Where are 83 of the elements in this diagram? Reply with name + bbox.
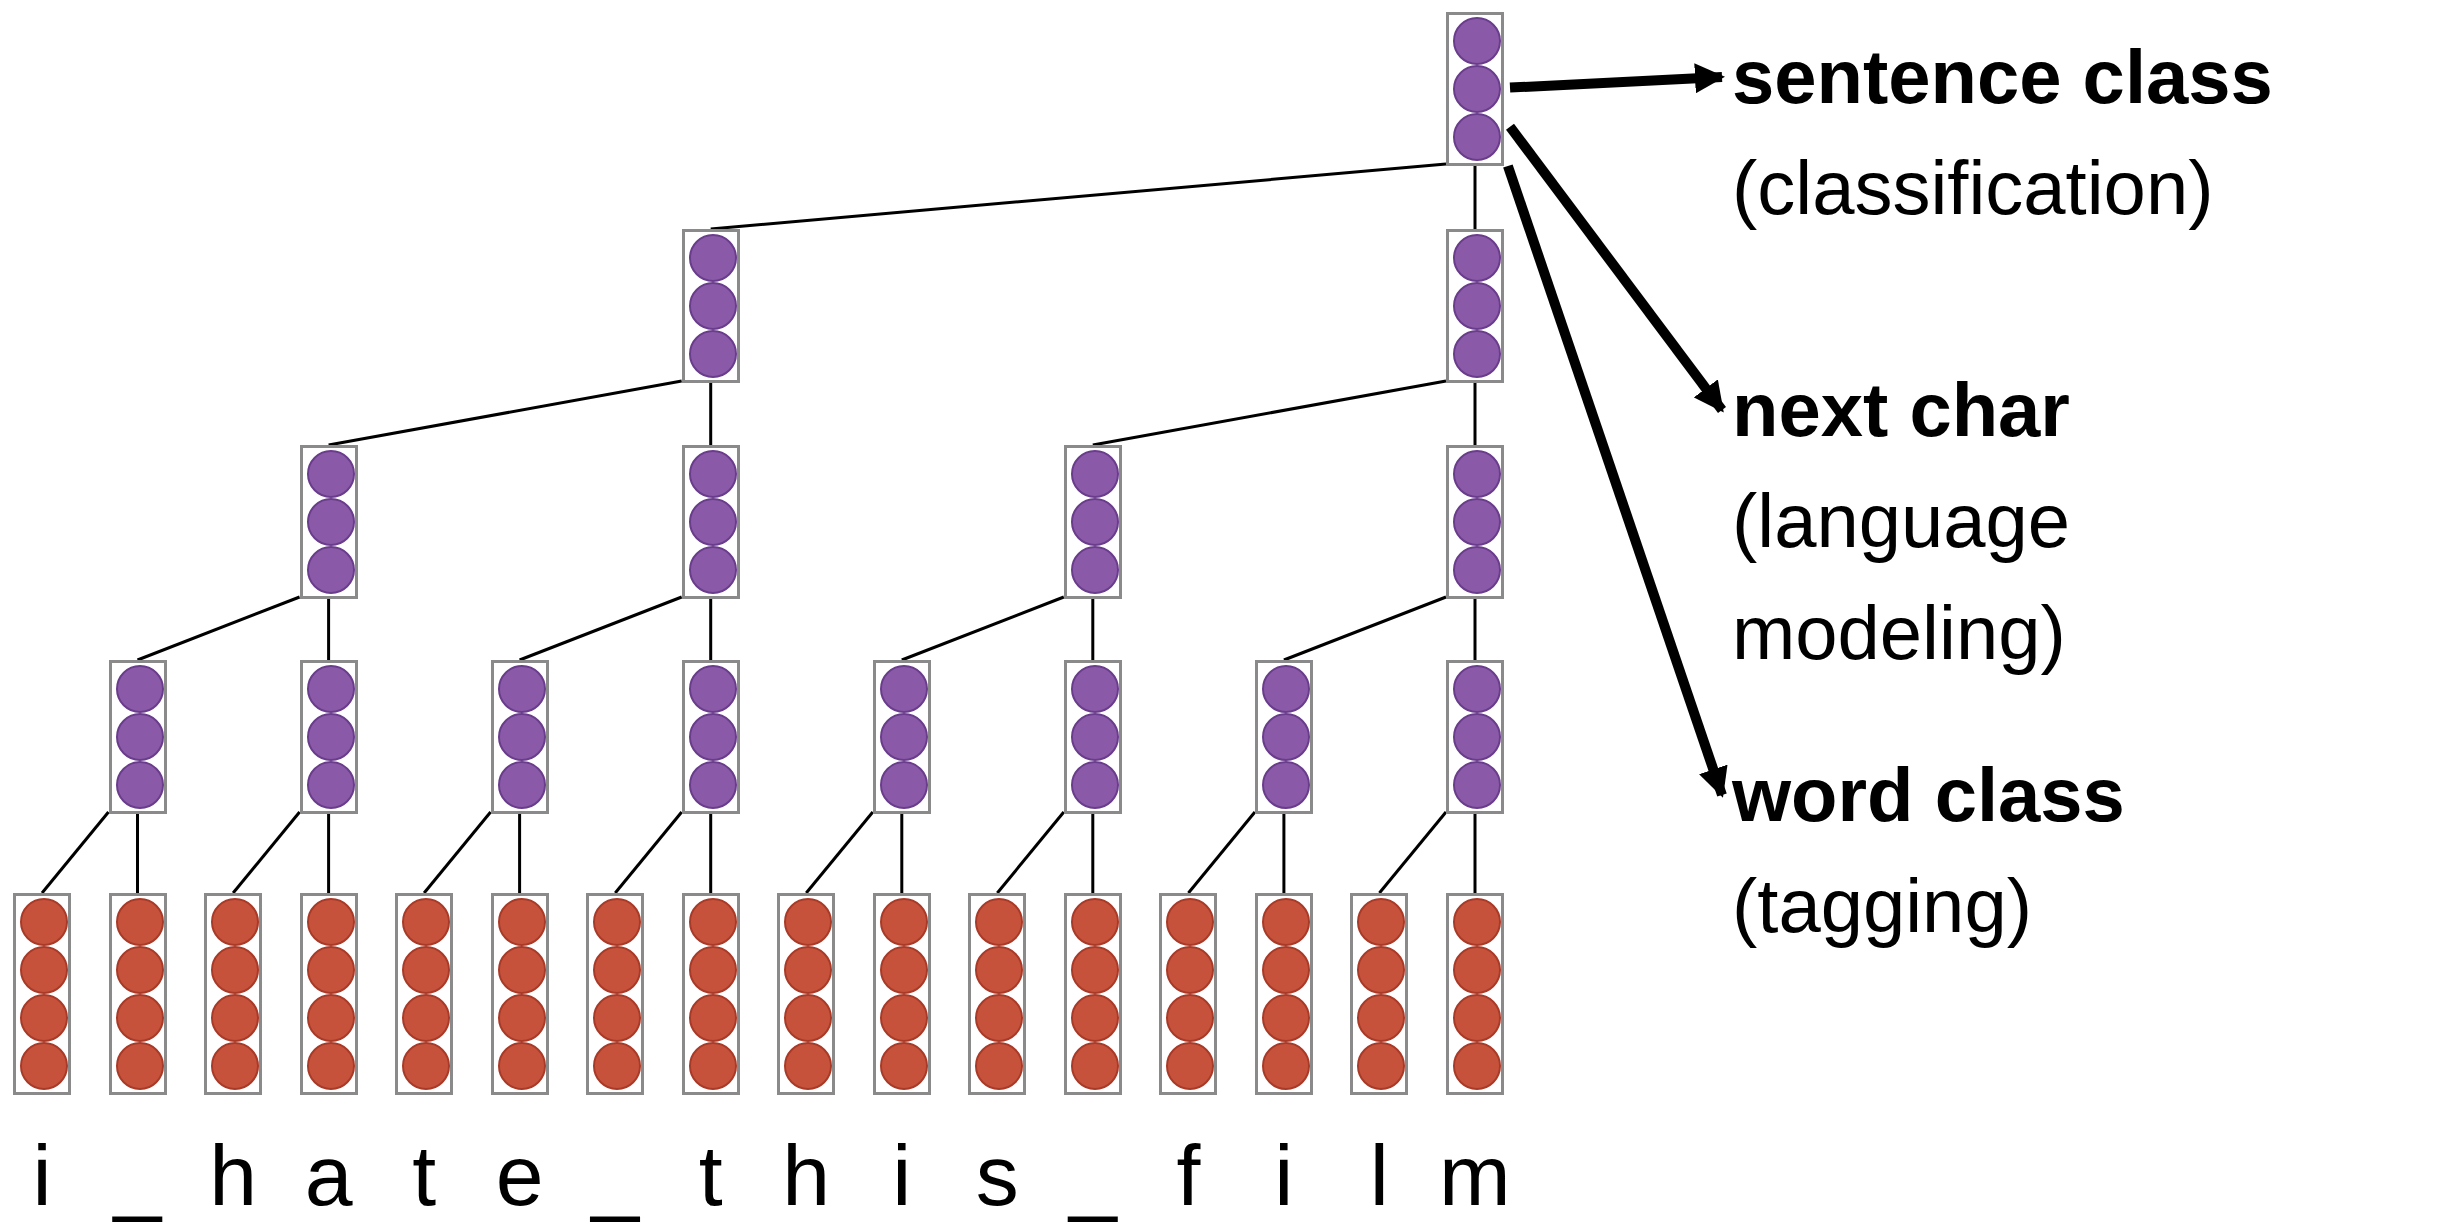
- connector-line: [422, 811, 492, 894]
- input-vector-box: [1159, 893, 1218, 1095]
- character-label: i: [31, 1132, 53, 1218]
- arrow: [1506, 123, 1726, 413]
- input-vector-box: [490, 893, 549, 1095]
- hidden-vector-box: [872, 660, 931, 814]
- hidden-vector-box: [1445, 445, 1504, 599]
- connector-line: [614, 811, 683, 894]
- connector-line: [328, 379, 682, 447]
- task-label: (tagging): [1732, 862, 2033, 950]
- input-vector-box: [681, 893, 740, 1095]
- input-vector-box: [395, 893, 454, 1095]
- task-label: (language modeling): [1732, 477, 2072, 677]
- hidden-vector-box: [1254, 660, 1313, 814]
- input-vector-box: [204, 893, 263, 1095]
- input-vector-box: [968, 893, 1027, 1095]
- input-vector-box: [872, 893, 931, 1095]
- character-label: t: [411, 1132, 438, 1218]
- character-label: a: [303, 1132, 354, 1218]
- character-label: h: [208, 1132, 258, 1218]
- input-vector-box: [108, 893, 167, 1095]
- character-label: f: [1175, 1132, 1202, 1218]
- hidden-vector-box: [681, 229, 740, 383]
- input-vector-box: [13, 893, 71, 1095]
- hidden-vector-box: [299, 660, 358, 814]
- connector-line: [1091, 599, 1095, 660]
- character-label: h: [781, 1132, 832, 1218]
- input-vector-box: [1445, 893, 1504, 1095]
- hidden-vector-box: [299, 445, 358, 599]
- connector-line: [1187, 811, 1257, 894]
- input-vector-box: [777, 893, 836, 1095]
- connector-line: [136, 595, 301, 662]
- connector-line: [709, 599, 713, 660]
- hidden-vector-box: [1445, 660, 1504, 814]
- character-label: s: [974, 1132, 1020, 1218]
- hidden-vector-box: [681, 660, 740, 814]
- connector-line: [1378, 811, 1448, 894]
- hidden-vector-box: [108, 660, 167, 814]
- hidden-vector-box: [1445, 229, 1504, 383]
- connector-line: [709, 383, 713, 445]
- character-label: i: [891, 1132, 913, 1218]
- connector-line: [518, 814, 522, 893]
- connector-line: [710, 162, 1447, 231]
- hidden-vector-box: [1445, 12, 1504, 166]
- connector-line: [231, 811, 301, 894]
- arrow: [1503, 164, 1728, 798]
- character-label: m: [1438, 1132, 1512, 1218]
- task-label: (classification): [1732, 144, 2215, 232]
- connector-line: [996, 811, 1065, 894]
- connector-line: [1091, 814, 1095, 893]
- connector-line: [519, 595, 683, 662]
- input-vector-box: [1063, 893, 1122, 1095]
- connector-line: [327, 599, 331, 660]
- connector-line: [1092, 379, 1447, 447]
- character-label: e: [494, 1132, 545, 1218]
- character-label: i: [1273, 1132, 1295, 1218]
- connector-line: [327, 814, 331, 893]
- arrow: [1509, 63, 1725, 94]
- connector-line: [1473, 814, 1477, 893]
- input-vector-box: [1254, 893, 1313, 1095]
- output-heading: sentence class: [1732, 33, 2274, 121]
- connector-line: [805, 811, 874, 894]
- hidden-vector-box: [681, 445, 740, 599]
- hidden-vector-box: [490, 660, 549, 814]
- connector-line: [709, 814, 713, 893]
- connector-line: [1283, 595, 1447, 662]
- character-label: t: [697, 1132, 724, 1218]
- connector-line: [1473, 166, 1477, 229]
- input-vector-box: [1350, 893, 1409, 1095]
- connector-line: [40, 811, 110, 894]
- hidden-vector-box: [1063, 660, 1122, 814]
- input-vector-box: [586, 893, 645, 1095]
- input-vector-box: [299, 893, 358, 1095]
- connector-line: [1282, 814, 1286, 893]
- output-heading: word class: [1732, 751, 2126, 839]
- hidden-vector-box: [1063, 445, 1122, 599]
- connector-line: [1473, 383, 1477, 445]
- character-label: l: [1368, 1132, 1390, 1218]
- connector-line: [901, 595, 1065, 662]
- output-heading: next char: [1732, 366, 2071, 454]
- connector-line: [900, 814, 904, 893]
- connector-line: [136, 814, 139, 893]
- connector-line: [1473, 599, 1477, 660]
